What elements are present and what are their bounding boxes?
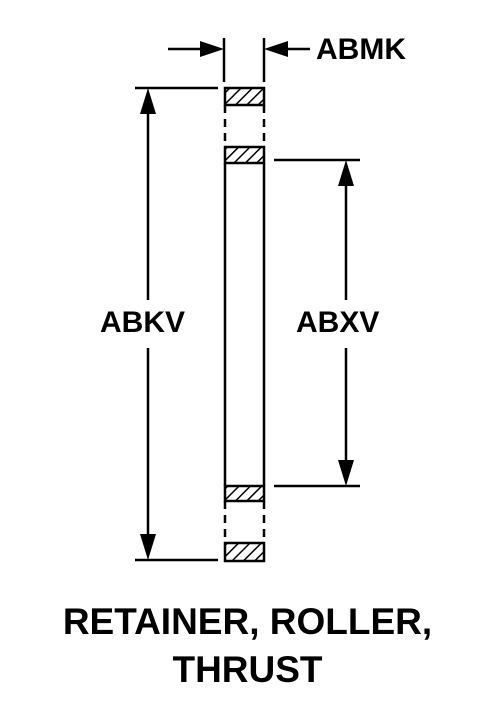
- thickness-arrowhead-right: [264, 41, 288, 57]
- part-caption: RETAINER, ROLLER, THRUST: [0, 598, 495, 694]
- caption-line-1: RETAINER, ROLLER,: [62, 601, 433, 642]
- thickness-arrowhead-left: [200, 41, 224, 57]
- caption-line-2: THRUST: [172, 649, 323, 690]
- section-top-inner: [223, 145, 266, 165]
- thickness-dimension: [168, 38, 310, 82]
- inner-arrowhead-top: [338, 160, 354, 186]
- outer-diameter-label: ABKV: [100, 306, 186, 339]
- section-bottom-outer: [223, 541, 266, 563]
- outer-arrowhead-bottom: [140, 534, 156, 560]
- inner-diameter-label: ABXV: [296, 306, 380, 339]
- thickness-label: ABMK: [316, 33, 406, 66]
- inner-arrowhead-bottom: [338, 460, 354, 486]
- outer-diameter-dimension: [135, 86, 218, 562]
- section-top-outer: [223, 86, 266, 107]
- retainer-cross-section: [223, 86, 266, 563]
- outer-arrowhead-top: [140, 88, 156, 114]
- section-bottom-inner: [223, 484, 266, 503]
- inner-diameter-dimension: [274, 158, 360, 488]
